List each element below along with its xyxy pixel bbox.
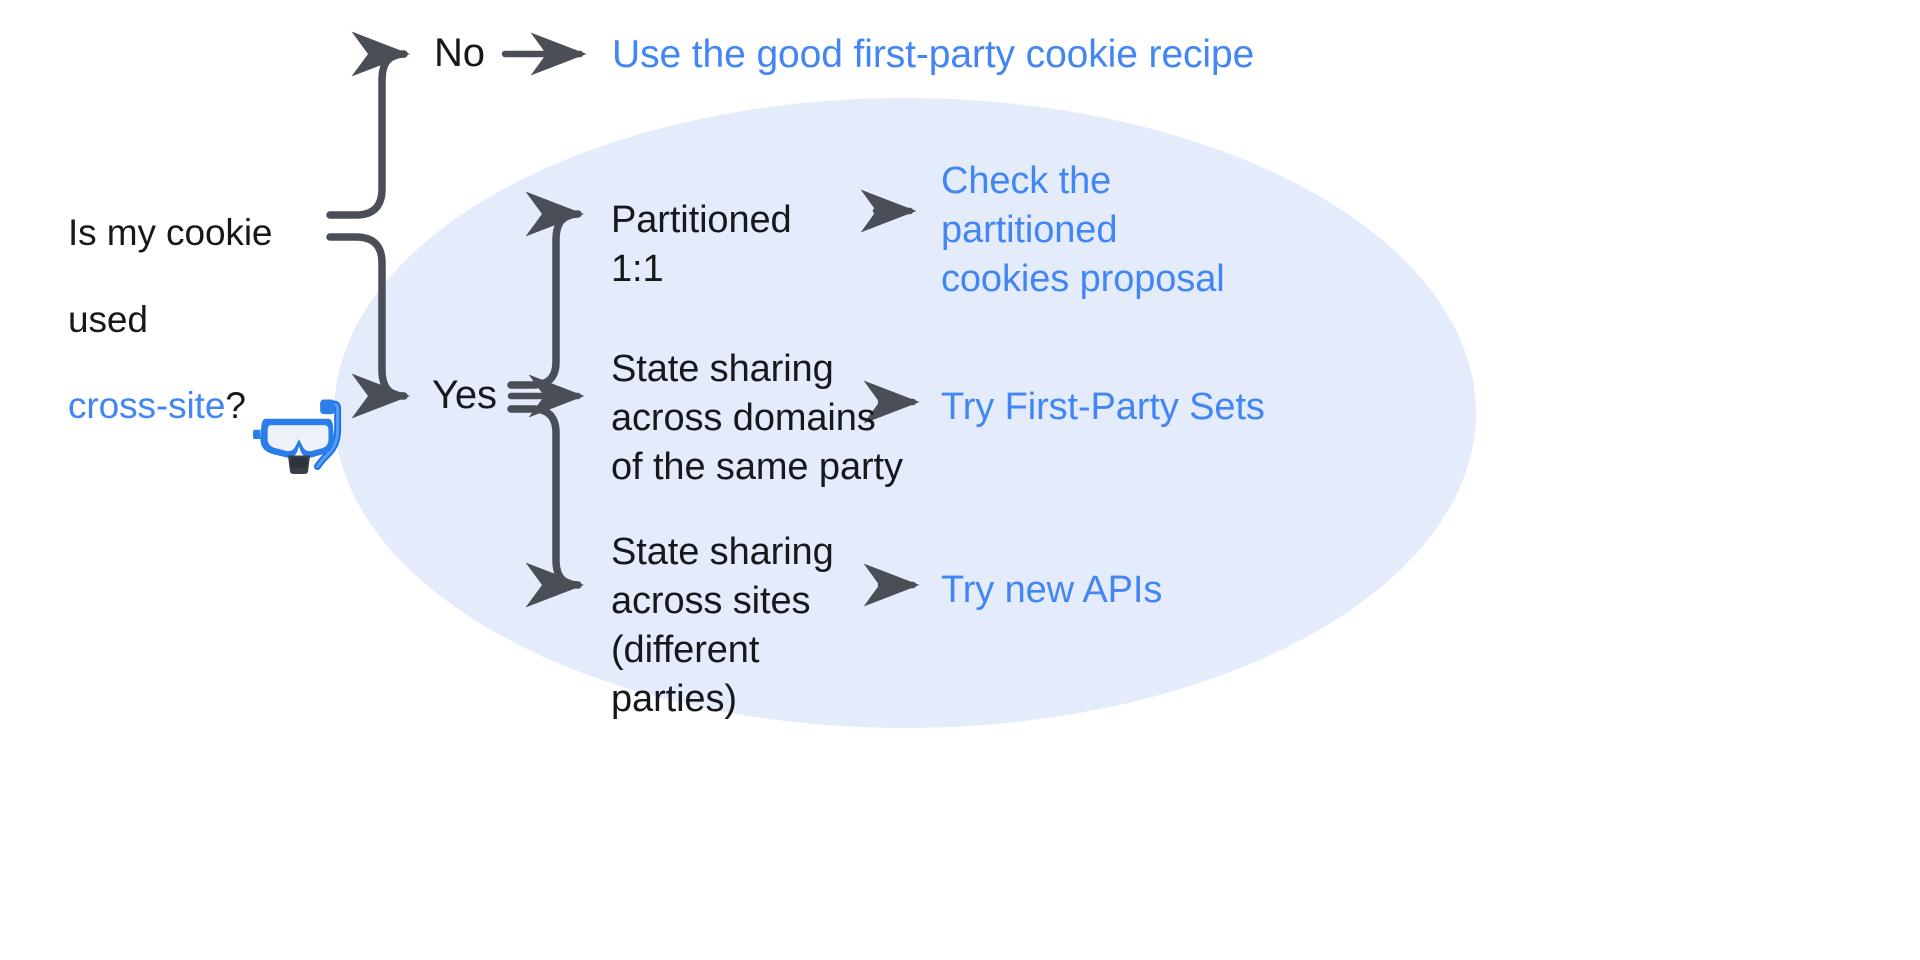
edge-yes-to-partitioned: [507, 191, 584, 389]
outcome-new-apis[interactable]: Try new APIs: [941, 569, 1163, 611]
case-state-sharing-across-domains: State sharing across domains of the same…: [611, 348, 903, 489]
diving-mask-icon: [253, 399, 342, 474]
root-question-line2: used: [68, 298, 148, 340]
case-state-sharing-across-sites: State sharing across sites (different pa…: [611, 531, 834, 721]
outcome-partitioned-cookies-proposal[interactable]: Check the partitioned cookies proposal: [941, 160, 1225, 301]
root-question-line1: Is my cookie: [68, 212, 273, 254]
edge-root-to-yes: [326, 233, 410, 419]
root-question: Is my cookie used cross-site?: [68, 168, 368, 428]
branch-label-yes: Yes: [432, 373, 497, 417]
root-question-suffix: ?: [225, 385, 246, 427]
branch-label-no: No: [434, 31, 485, 75]
case-partitioned-1-1: Partitioned 1:1: [611, 199, 792, 291]
outcome-first-party-recipe[interactable]: Use the good first-party cookie recipe: [612, 33, 1255, 76]
outcome-first-party-sets[interactable]: Try First-Party Sets: [941, 386, 1265, 428]
edge-root-to-no: [326, 31, 410, 219]
cross-site-link[interactable]: cross-site: [68, 385, 226, 427]
edge-yes-to-sites: [507, 405, 584, 608]
